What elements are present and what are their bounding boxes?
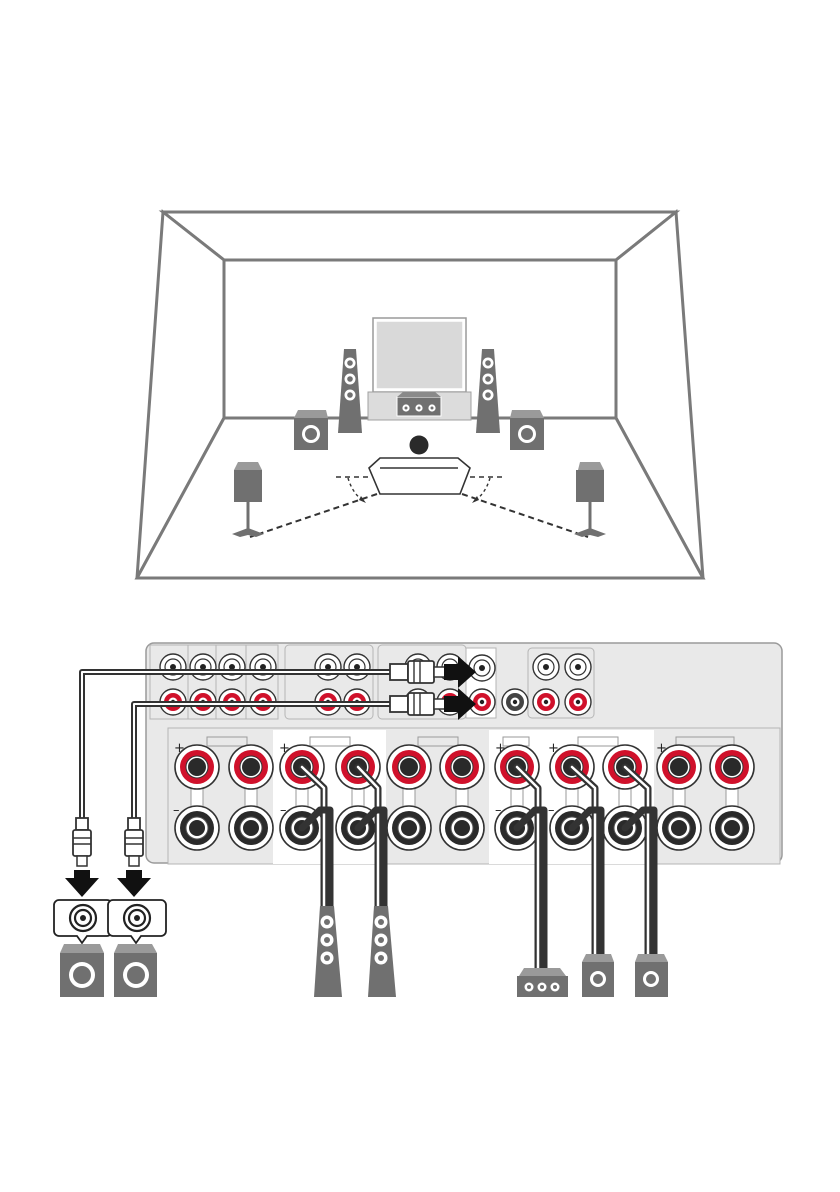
front-right-tower-icon <box>368 906 396 997</box>
subwoofer-right <box>510 410 544 450</box>
subwoofer-2-icon <box>114 944 157 997</box>
surround-left-icon <box>582 954 614 997</box>
arrow-down-icon <box>65 870 151 897</box>
center-speaker-icon <box>517 968 568 997</box>
subwoofer-input-callout-2 <box>108 900 166 943</box>
front-left-tower-icon <box>314 906 342 997</box>
sofa <box>369 458 470 494</box>
subwoofer-input-callout-1 <box>54 900 112 943</box>
room-illustration <box>137 212 703 578</box>
ceiling <box>163 212 676 260</box>
center-speaker <box>397 392 441 416</box>
rca-plugs-subwoofer <box>73 818 143 866</box>
surround-right-icon <box>635 954 668 997</box>
speaker-terminal-area: + + + + + – – – – <box>168 728 780 864</box>
tv-screen <box>373 318 466 392</box>
subwoofer-left <box>294 410 328 450</box>
subwoofer-1-icon <box>60 944 104 997</box>
